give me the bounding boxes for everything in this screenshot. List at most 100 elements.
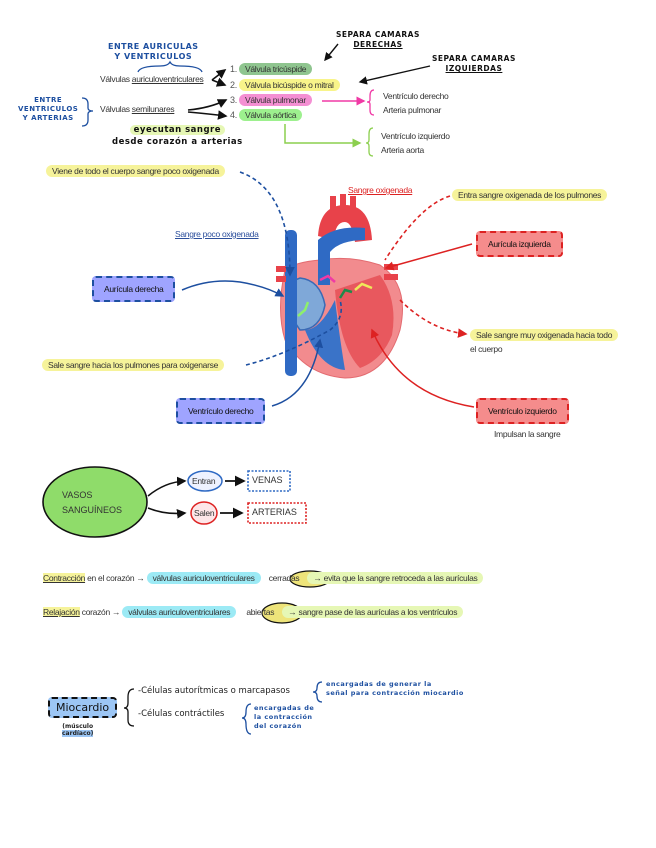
entra-label: Entra sangre oxigenada de los pulmones — [452, 189, 608, 201]
valve-label: Válvula aórtica — [238, 109, 303, 121]
ventriculo-derecho-box: Ventrículo derecho — [176, 398, 266, 424]
result-text: → sangre pase de las aurículas a los ven… — [282, 606, 464, 618]
cell2-label: -Células contráctiles — [138, 709, 225, 719]
arrow-derechas — [324, 43, 339, 62]
arrow-sl-3 — [187, 99, 228, 111]
ventriculo-izquierdo-box: Ventrículo izquierdo — [476, 398, 569, 424]
cell2-note: encargadas de la contracción del corazón — [254, 704, 314, 731]
dash-sale-oxi — [399, 299, 468, 338]
valves: válvulas auriculoventriculares — [146, 572, 261, 584]
arrow-izquierdas — [358, 65, 431, 85]
label-prefix: Válvulas — [100, 104, 132, 114]
note-line: desde corazón a arterias — [112, 137, 243, 147]
vasos-title: VASOS SANGUÍNEOS — [62, 488, 122, 518]
arterias-box — [247, 502, 307, 524]
sangre-oxi-label: Sangre oxigenada — [348, 185, 413, 195]
auricula-derecha-box: Aurícula derecha — [92, 276, 176, 302]
subtitle-line: cardíaco) — [62, 730, 94, 737]
rest: corazón → — [79, 607, 121, 617]
heart-illustration — [276, 194, 403, 379]
salen-label: Salen — [194, 508, 215, 518]
brace-sl — [81, 97, 94, 127]
sl-note: eyecutan sangre desde corazón a arterias — [112, 124, 243, 148]
brace-cell1 — [312, 681, 323, 703]
relajacion-line: Relajación corazón → válvulas auriculove… — [43, 606, 464, 618]
sale-pulmones-label: Sale sangre hacia los pulmones para oxig… — [42, 359, 225, 371]
venas-box — [247, 470, 291, 492]
valve-number: 4. — [230, 110, 237, 120]
target-line: Arteria pulmonar — [383, 105, 442, 115]
valve-item-4: 4. Válvula aórtica — [230, 109, 303, 121]
note-line: la contracción — [254, 713, 313, 721]
arrow-aortica — [284, 124, 362, 148]
cell1-note: encargadas de generar la señal para cont… — [326, 680, 464, 698]
valve-item-2: 2. Válvula bicúspide o mitral — [230, 79, 340, 91]
label-word: semilunares — [131, 104, 175, 114]
valve-number: 3. — [230, 95, 237, 105]
line-ventriculo-der — [271, 338, 324, 407]
target-line: Ventrículo derecho — [383, 91, 449, 101]
label-text: Sale sangre hacia los pulmones para oxig… — [42, 359, 225, 371]
valve-item-1: 1. Válvula tricúspide — [230, 63, 313, 75]
heading-line: Y ARTERIAS — [22, 114, 74, 122]
pulmonar-targets: Ventrículo derecho Arteria pulmonar — [383, 89, 449, 117]
valve-label: Válvula tricúspide — [238, 63, 313, 75]
result: → evita que la sangre retroceda a las au… — [307, 572, 484, 584]
note-line: SEPARA CAMARAS — [336, 30, 420, 39]
note-line: eyecutan sangre — [129, 125, 226, 135]
miocardio-subtitle: (músculo cardíaco) — [62, 723, 94, 737]
auricula-izquierda-box: Aurícula izquierda — [476, 231, 563, 257]
line-ventriculo-izq — [370, 328, 475, 408]
note-line: SEPARA CAMARAS — [432, 54, 516, 63]
entran-ellipse — [187, 470, 223, 492]
valves: válvulas auriculoventriculares — [122, 606, 237, 618]
valve-label: Válvula bicúspide o mitral — [238, 79, 340, 91]
sl-valves-label: Válvulas semilunares — [100, 104, 175, 114]
note-line: encargadas de — [254, 704, 315, 712]
brace-miocardio — [123, 688, 135, 727]
result: → sangre pase de las aurículas a los ven… — [282, 606, 464, 618]
term: Relajación — [43, 607, 80, 617]
note-line: señal para contracción miocardio — [326, 689, 464, 697]
note-line: encargadas de generar la — [326, 680, 432, 688]
heading-entre-auriculas: ENTRE AURICULAS Y VENTRICULOS — [108, 42, 199, 62]
line-auricula-der — [181, 280, 285, 297]
arrow-av-1 — [211, 69, 227, 81]
arrow-salen — [147, 507, 187, 519]
dash-viene — [239, 171, 295, 277]
result-text: → evita que la sangre retroceda a las au… — [307, 572, 484, 584]
subtitle-line: (músculo — [62, 723, 94, 730]
impulsan-label: Impulsan la sangre — [494, 429, 561, 439]
heading-line: ENTRE — [34, 96, 63, 104]
brace-cell2 — [241, 703, 252, 735]
venas-label: VENAS — [252, 475, 283, 485]
valve-number: 1. — [230, 64, 237, 74]
label-text: Entra sangre oxigenada de los pulmones — [452, 189, 608, 201]
rest: en el corazón → — [85, 573, 145, 583]
label-text: Sale sangre muy oxigenada hacia todo — [470, 329, 619, 341]
av-valves-label: Válvulas auriculoventriculares — [100, 74, 204, 84]
contraccion-line: Contracción en el corazón → válvulas aur… — [43, 572, 484, 584]
viene-label: Viene de todo el cuerpo sangre poco oxig… — [46, 165, 225, 177]
title-line: VASOS — [62, 490, 93, 500]
title-line: SANGUÍNEOS — [62, 505, 123, 515]
valve-number: 2. — [230, 80, 237, 90]
brace-pulmonar — [366, 89, 375, 116]
state: cerradas — [268, 573, 300, 583]
vasos-ellipse — [42, 466, 148, 538]
note-line: DERECHAS — [353, 40, 403, 49]
arrow-entran — [147, 476, 187, 497]
heading-line: VENTRICULOS — [18, 105, 79, 113]
target-line: Arteria aorta — [381, 145, 424, 155]
separa-izquierdas-note: SEPARA CAMARAS IZQUIERDAS — [432, 54, 516, 74]
term: Contracción — [43, 573, 86, 583]
arrow-sl-4 — [187, 110, 228, 120]
line-auricula-izq — [384, 243, 473, 271]
heading-entre-ventriculos: ENTRE VENTRICULOS Y ARTERIAS — [18, 96, 78, 123]
target-line: Ventrículo izquierdo — [381, 131, 450, 141]
sale-oxi-label: Sale sangre muy oxigenada hacia todo el … — [470, 328, 619, 356]
label-word: auriculoventriculares — [131, 74, 204, 84]
valve-label: Válvula pulmonar — [238, 94, 312, 106]
sangre-poco-label: Sangre poco oxigenada — [175, 229, 259, 239]
